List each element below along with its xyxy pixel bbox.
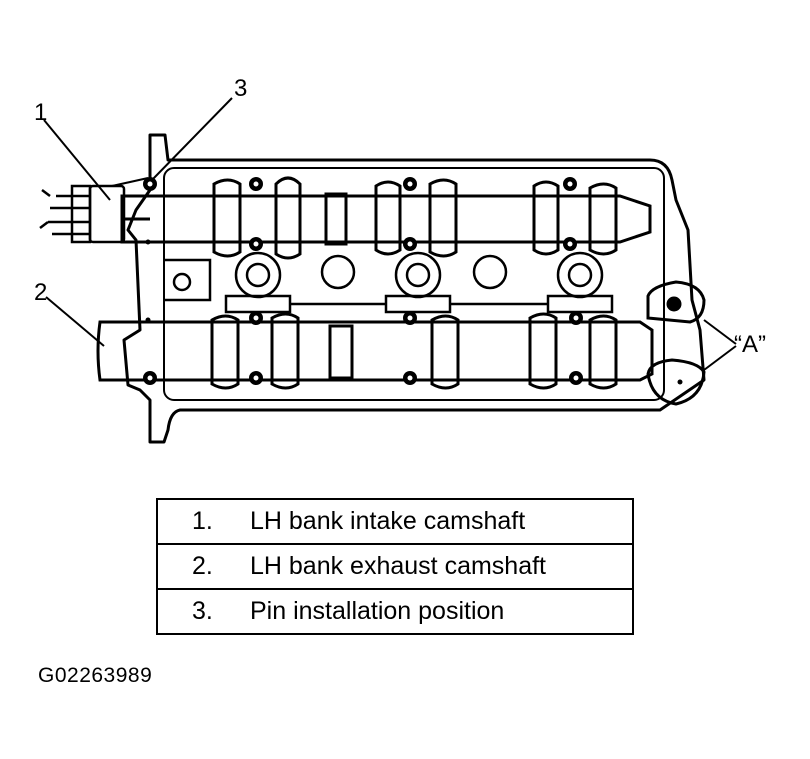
detail-a-marks xyxy=(646,280,706,406)
left-end-connector xyxy=(39,184,126,244)
legend-row: 3. Pin installation position xyxy=(156,588,634,635)
legend-number: 2. xyxy=(192,552,213,580)
figure-id: G02263989 xyxy=(38,664,153,687)
callout-2: 2 xyxy=(34,279,47,306)
legend-table: 1. LH bank intake camshaft 2. LH bank exha… xyxy=(156,498,634,635)
legend-text: LH bank intake camshaft xyxy=(250,507,526,535)
exhaust-camshaft xyxy=(96,312,654,390)
small-holes xyxy=(145,239,683,385)
legend-number: 3. xyxy=(192,597,213,625)
leader-lines xyxy=(43,97,737,371)
legend-number: 1. xyxy=(192,507,213,535)
legend-row: 1. LH bank intake camshaft xyxy=(156,498,634,545)
intake-camshaft xyxy=(120,176,652,260)
callout-3: 3 xyxy=(234,75,247,102)
legend-text: Pin installation position xyxy=(250,597,505,625)
legend-text: LH bank exhaust camshaft xyxy=(250,552,546,580)
callout-1: 1 xyxy=(34,99,47,126)
callout-a: “A” xyxy=(734,331,766,358)
legend-row: 2. LH bank exhaust camshaft xyxy=(156,543,634,590)
camshaft-diagram: 1 3 2 “A” xyxy=(34,75,766,444)
valve-lifter-bores xyxy=(164,251,614,314)
